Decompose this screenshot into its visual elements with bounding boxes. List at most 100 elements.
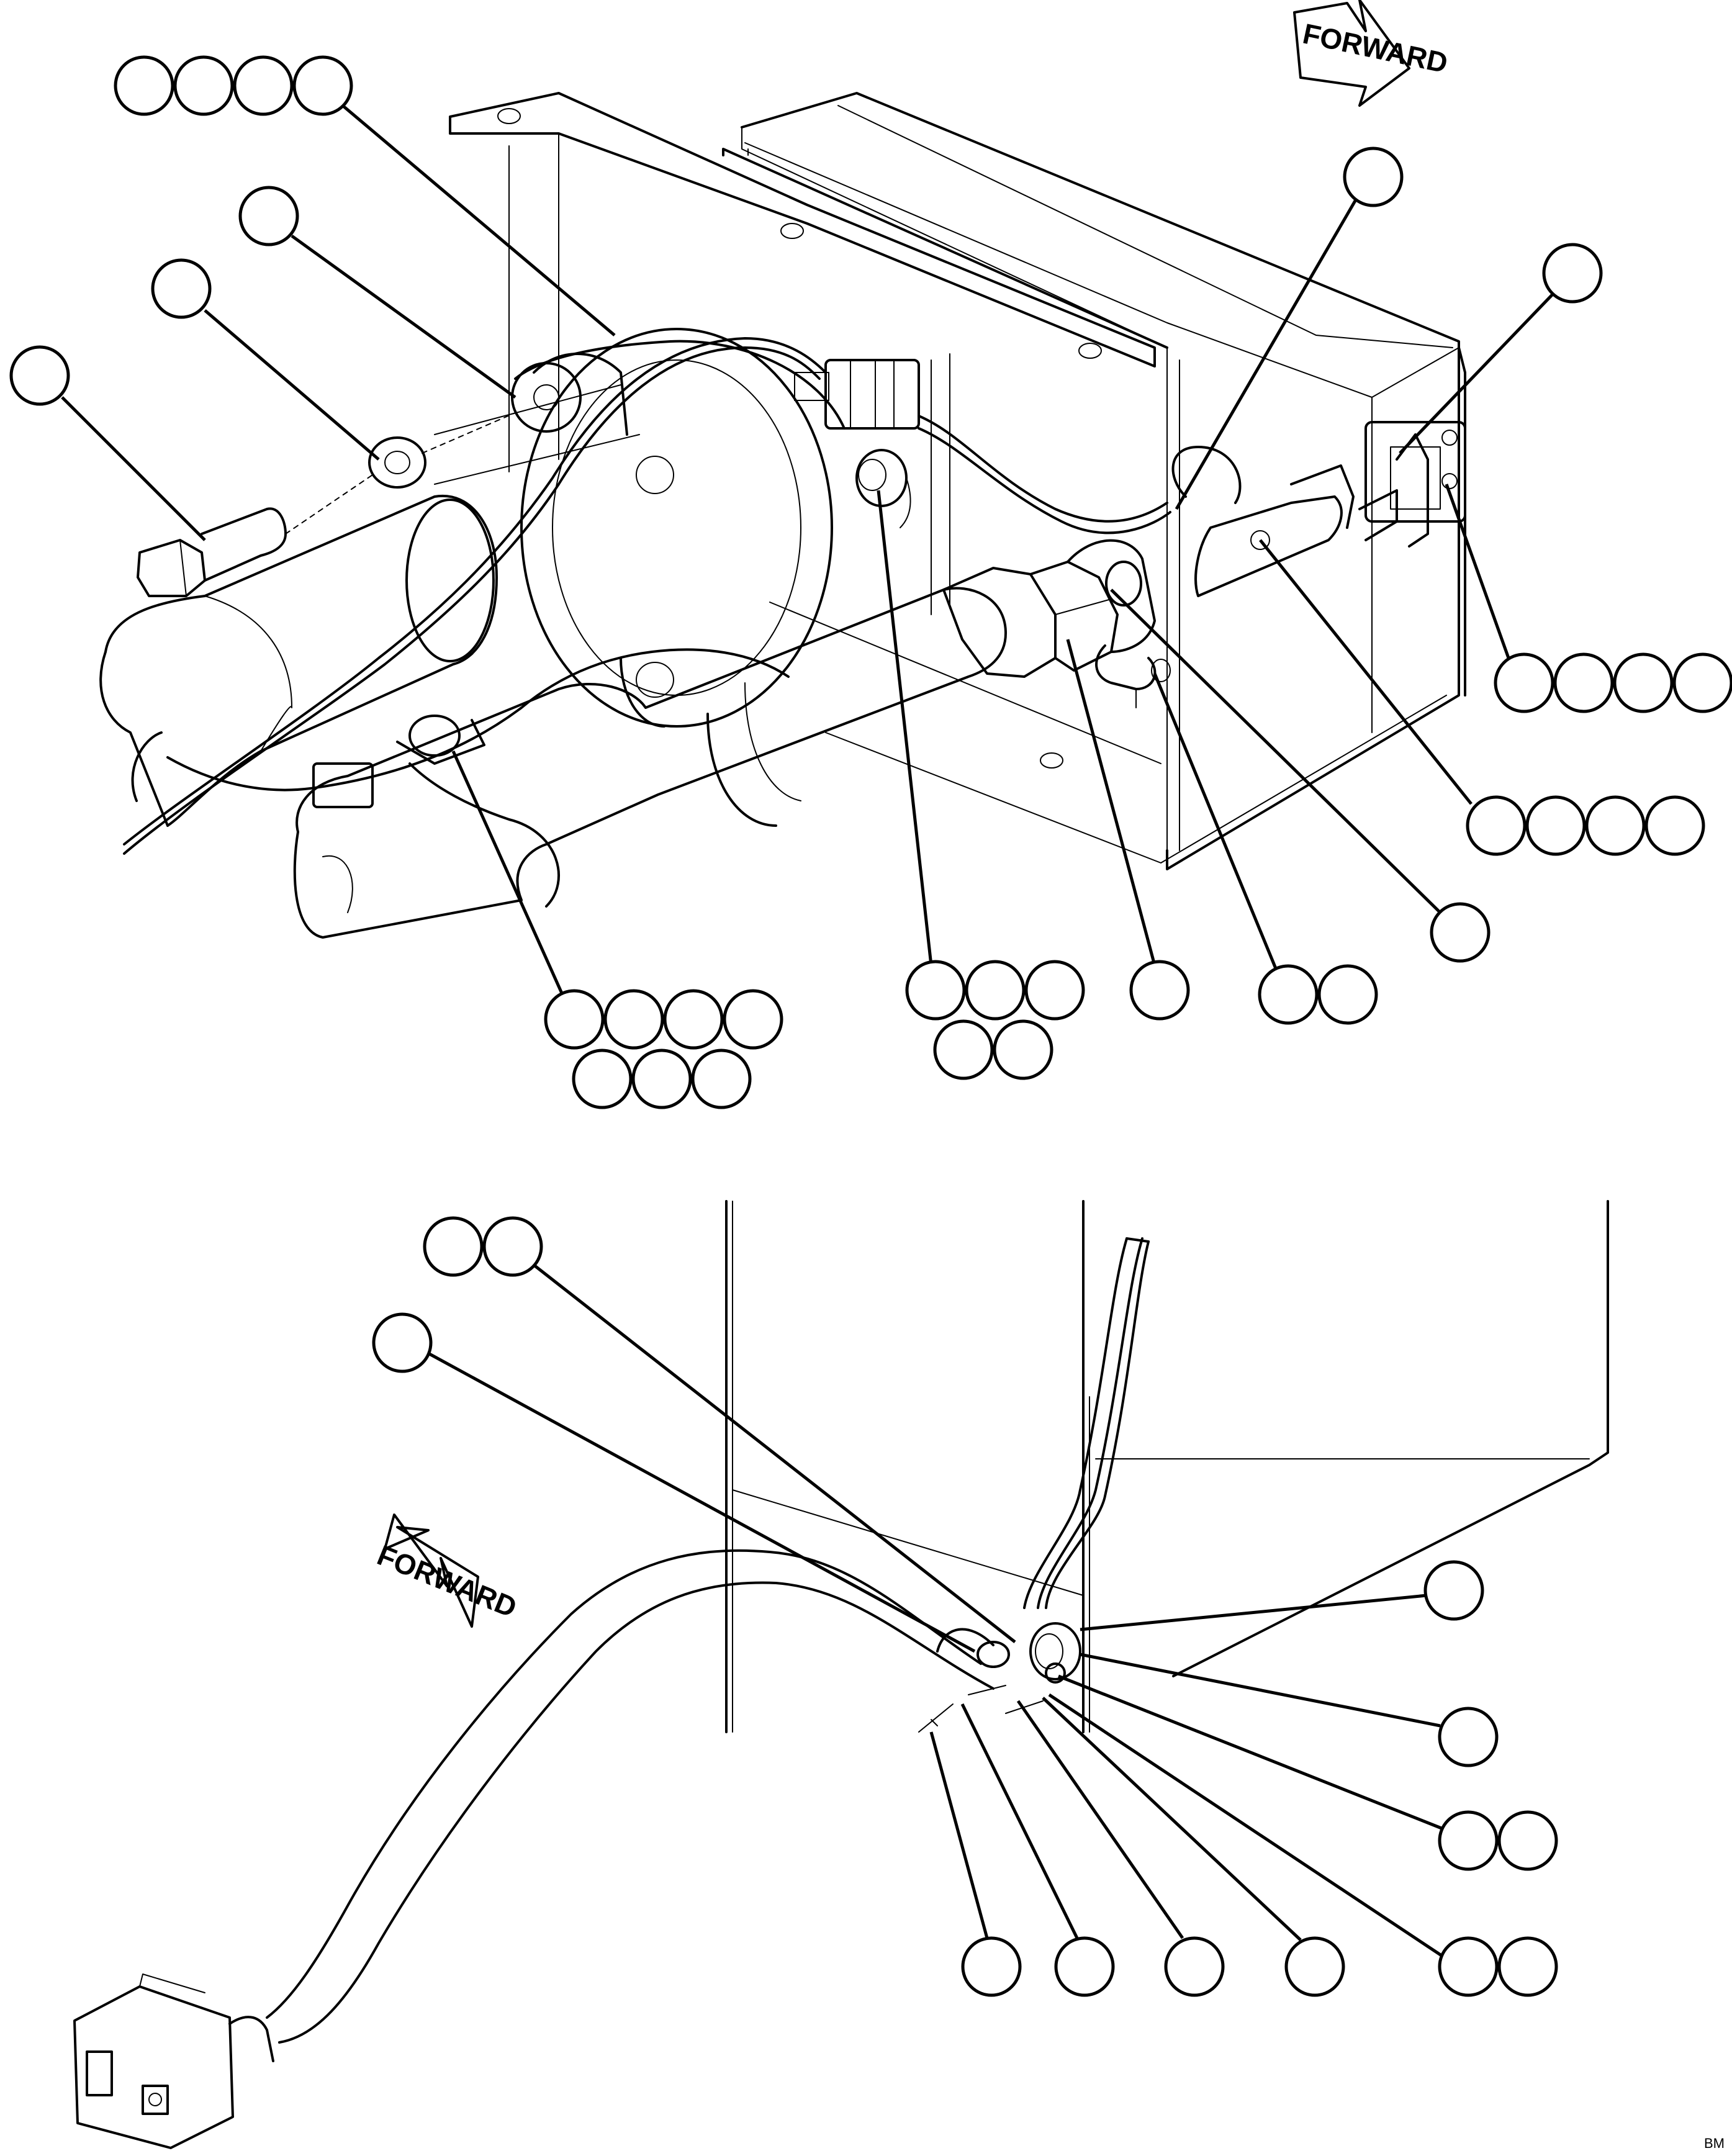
mounting-tray bbox=[449, 92, 1466, 870]
callout-leader bbox=[1110, 589, 1441, 914]
callout-leader bbox=[960, 1703, 1079, 1939]
callout-bubble bbox=[1613, 652, 1674, 713]
callout-bubble bbox=[1585, 795, 1646, 856]
hose-coupling bbox=[942, 539, 1156, 678]
callout-leader bbox=[1058, 1674, 1442, 1830]
callout-bubble bbox=[544, 989, 605, 1050]
callout-bubble bbox=[961, 1936, 1022, 1997]
callout-bubble bbox=[482, 1216, 543, 1277]
callout-bubble bbox=[1438, 1707, 1499, 1767]
callout-bubble bbox=[1284, 1936, 1345, 1997]
callout-bubble bbox=[1494, 652, 1554, 713]
callout-leader bbox=[1016, 1700, 1184, 1939]
callout-group-bulkhead-right-pair-1 bbox=[1058, 1674, 1558, 1871]
callout-group-sensor-port bbox=[1175, 147, 1404, 510]
ground-lug bbox=[1095, 644, 1171, 708]
callout-bubble bbox=[9, 345, 70, 406]
hose-run bbox=[266, 1549, 995, 2044]
bulkhead-fitting bbox=[918, 1622, 1081, 1733]
forward-label-bottom: FORWARD bbox=[373, 1539, 521, 1624]
callout-group-sensor-group bbox=[877, 490, 1085, 1080]
callout-bubble bbox=[1164, 1936, 1225, 1997]
callout-bubble bbox=[1438, 1810, 1499, 1871]
bottom-assembly: FORWARD BM bbox=[73, 1200, 1725, 2151]
callout-leader bbox=[1042, 1697, 1302, 1941]
callout-bubble bbox=[691, 1049, 752, 1109]
callout-bubble bbox=[905, 960, 966, 1021]
callout-group-bulkhead-right-2 bbox=[1080, 1653, 1499, 1767]
callout-group-latch-right-row bbox=[1445, 484, 1732, 713]
drawing-mark: BM bbox=[1704, 2136, 1725, 2151]
callout-leader bbox=[1445, 484, 1510, 659]
callout-bubble bbox=[663, 989, 724, 1050]
callout-leader bbox=[1066, 639, 1157, 966]
callout-leader bbox=[451, 750, 564, 995]
callout-bubble bbox=[173, 55, 234, 116]
callout-group-bottom-row-2 bbox=[960, 1703, 1115, 1997]
callout-bubble bbox=[1542, 243, 1603, 304]
callout-group-latch-bracket bbox=[1399, 243, 1603, 454]
callout-group-bottom-top-pair bbox=[423, 1216, 1016, 1643]
callout-bubble bbox=[1466, 795, 1527, 856]
callout-bubble bbox=[1054, 1936, 1115, 1997]
callout-leader bbox=[1048, 1693, 1443, 1957]
callout-bubble bbox=[1430, 902, 1491, 963]
callout-group-bulkhead-right-1 bbox=[1080, 1560, 1484, 1631]
sensor-cable bbox=[123, 337, 1171, 855]
callout-leader bbox=[1080, 1653, 1441, 1728]
junction-box bbox=[73, 1973, 274, 2149]
callout-bubble bbox=[1525, 795, 1586, 856]
forward-label-top: FORWARD bbox=[1300, 17, 1450, 79]
callout-bubble bbox=[1423, 1560, 1484, 1621]
top-assembly: FORWARD bbox=[99, 0, 1466, 939]
callout-bubble bbox=[723, 989, 783, 1050]
callout-leader bbox=[291, 234, 516, 399]
callout-group-bottom-row-3 bbox=[1016, 1700, 1225, 1997]
callout-bubble bbox=[1553, 652, 1614, 713]
sensor-port bbox=[855, 449, 911, 528]
callout-group-hose-coupling bbox=[1110, 589, 1491, 963]
callout-leader bbox=[1153, 673, 1278, 969]
callout-bubble bbox=[1024, 960, 1085, 1021]
callout-group-clamp-group bbox=[451, 750, 783, 1109]
callout-bubble bbox=[292, 55, 353, 116]
callouts bbox=[9, 55, 1732, 1997]
callout-group-ground-lug bbox=[1153, 673, 1378, 1025]
callout-bubble bbox=[1317, 964, 1378, 1025]
callout-leader bbox=[526, 1259, 1016, 1643]
callout-bubble bbox=[933, 1019, 994, 1080]
callout-leader bbox=[1080, 1594, 1427, 1631]
callout-group-latch-pin-row bbox=[1259, 539, 1705, 856]
callout-group-bulkhead-right-pair-2 bbox=[1048, 1693, 1558, 1997]
callout-bubble bbox=[423, 1216, 484, 1277]
callout-group-hose-fitting bbox=[238, 186, 516, 399]
callout-leader bbox=[427, 1351, 976, 1653]
bolt bbox=[137, 507, 287, 597]
wire-pair bbox=[1023, 1237, 1150, 1609]
callout-bubble bbox=[572, 1049, 633, 1109]
callout-bubble bbox=[1438, 1936, 1499, 1997]
callout-group-bolt bbox=[9, 345, 206, 541]
washer bbox=[285, 412, 516, 534]
callout-leader bbox=[334, 98, 616, 336]
callout-leader bbox=[204, 309, 380, 461]
callout-leader bbox=[61, 396, 206, 541]
callout-group-bottom-row-1 bbox=[929, 1731, 1022, 1997]
callout-leader bbox=[877, 490, 933, 966]
callout-leader bbox=[929, 1731, 989, 1939]
pump-body bbox=[434, 328, 846, 728]
callout-bubble bbox=[233, 55, 294, 116]
callout-group-nut bbox=[1066, 639, 1190, 1021]
latch bbox=[1171, 421, 1466, 597]
callout-bubble bbox=[1129, 960, 1190, 1021]
callout-bubble bbox=[631, 1049, 692, 1109]
callout-bubble bbox=[1497, 1936, 1558, 1997]
callout-bubble bbox=[1343, 147, 1404, 207]
callout-bubble bbox=[1644, 795, 1705, 856]
clamp bbox=[396, 715, 560, 908]
callout-bubble bbox=[1258, 964, 1319, 1025]
callout-bubble bbox=[1497, 1810, 1558, 1871]
callout-bubble bbox=[965, 960, 1026, 1021]
main-hose-lower bbox=[293, 587, 1007, 939]
